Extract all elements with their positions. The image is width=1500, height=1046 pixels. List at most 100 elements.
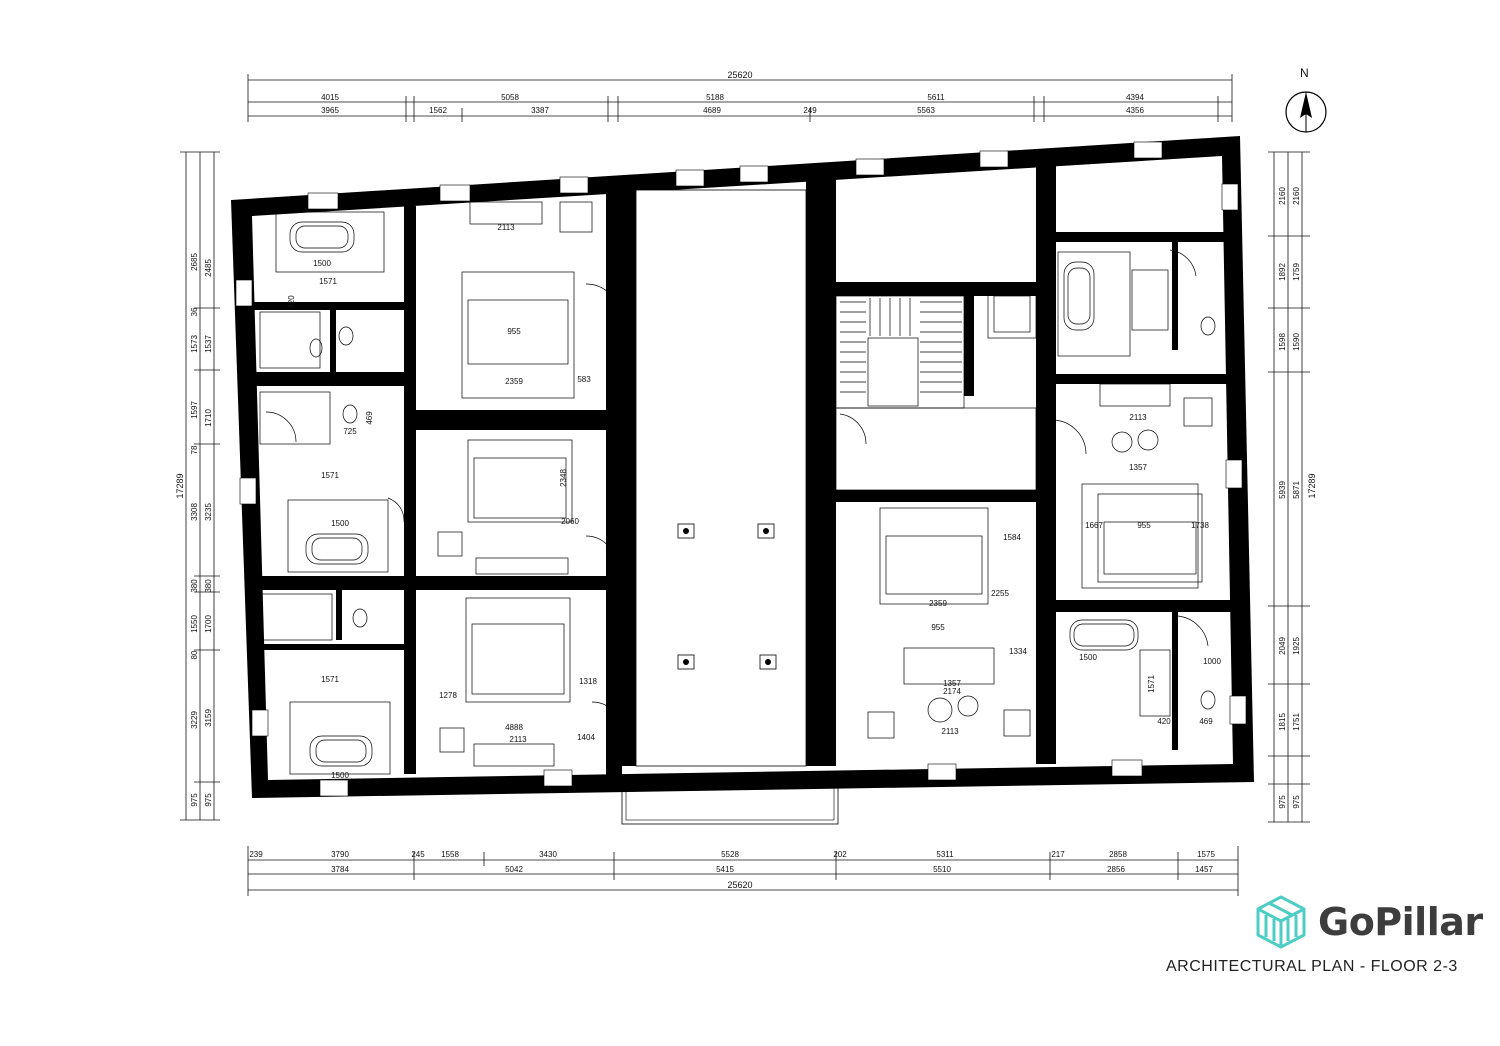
dim-label: 3235: [204, 503, 213, 521]
dim-label: 975: [190, 793, 199, 807]
dim-label: 1457: [1195, 865, 1213, 874]
dim-label: 5510: [933, 865, 951, 874]
north-label: N: [1300, 66, 1309, 80]
dim-label: 1571: [321, 471, 339, 480]
right-dimensions: [1268, 151, 1310, 823]
dim-label: 1892: [1278, 263, 1287, 281]
dim-label: 1334: [1009, 647, 1027, 656]
dim-label: 5563: [917, 106, 935, 115]
dim-label: 955: [1137, 521, 1151, 530]
dim-label: 2255: [991, 589, 1009, 598]
dim-label: 217: [1051, 850, 1065, 859]
dim-label: 1571: [321, 675, 339, 684]
dim-label: 2049: [1278, 637, 1287, 655]
dim-label: 4689: [703, 106, 721, 115]
furniture: [259, 201, 1216, 775]
dim-label: 469: [1199, 717, 1213, 726]
dim-label: 955: [507, 327, 521, 336]
dim-label: 1000: [1203, 657, 1221, 666]
dim-label: 3308: [190, 503, 199, 521]
dim-label: 1598: [1278, 333, 1287, 351]
dim-label: 1500: [331, 771, 349, 780]
dim-label: 1597: [190, 401, 199, 419]
dim-label: 420: [287, 295, 296, 309]
stairwell: [835, 289, 1037, 491]
dim-label: 1573: [190, 335, 199, 353]
dim-label: 5939: [1278, 481, 1287, 499]
dim-label: 5415: [716, 865, 734, 874]
dim-label: 2359: [929, 599, 947, 608]
dim-label: 4015: [321, 93, 339, 102]
dim-label: 3784: [331, 865, 349, 874]
dim-label: 469: [365, 411, 374, 425]
top-row2-dims: 3965 1562 3387 4689 249 5563 4356: [321, 106, 1144, 115]
dim-label: 1500: [331, 519, 349, 528]
dim-label: 3790: [331, 850, 349, 859]
dim-label: 1558: [441, 850, 459, 859]
dim-label: 1925: [1292, 637, 1301, 655]
right-total-dim: 17289: [1307, 473, 1317, 498]
dim-label: 1584: [1003, 533, 1021, 542]
dim-label: 1562: [429, 106, 447, 115]
top-row1-dims: 4015 5058 5188 5611 4394: [321, 93, 1144, 102]
dim-label: 725: [343, 427, 357, 436]
brand-logo: GoPillar: [1252, 893, 1483, 951]
dim-label: 1404: [577, 733, 595, 742]
dim-label: 3430: [539, 850, 557, 859]
dim-label: 5042: [505, 865, 523, 874]
interior-walls: [252, 160, 1234, 778]
dim-label: 3229: [190, 711, 199, 729]
dim-label: 1500: [1079, 653, 1097, 662]
dim-label: 1571: [319, 277, 337, 286]
left-total-dim: 17289: [175, 473, 185, 498]
dim-label: 3159: [204, 709, 213, 727]
bottom-total-dim: 25620: [727, 880, 752, 890]
dim-label: 1550: [190, 615, 199, 633]
dim-label: 2858: [1109, 850, 1127, 859]
dim-label: 202: [833, 850, 847, 859]
left-outer-dims: 2685 36 1573 1597 78 3308 380 1550 80 32…: [190, 253, 199, 807]
north-arrow-icon: [1285, 91, 1327, 133]
room-dimension-labels: 1500 1571 420 955 2113 2359 583 469 725 …: [287, 223, 1221, 780]
dim-label: 80: [190, 650, 199, 659]
top-dimensions: [247, 74, 1233, 122]
dim-label: 3387: [531, 106, 549, 115]
dim-label: 975: [204, 793, 213, 807]
dim-label: 583: [577, 375, 591, 384]
dim-label: 975: [1292, 795, 1301, 809]
dim-label: 1571: [1147, 675, 1156, 693]
dim-label: 1738: [1191, 521, 1209, 530]
dim-label: 1575: [1197, 850, 1215, 859]
top-total-dim: 25620: [727, 70, 752, 80]
dim-label: 5188: [706, 93, 724, 102]
dim-label: 245: [411, 850, 425, 859]
right-inner-dims: 2160 1759 1590 5871 1925 1751 975: [1292, 187, 1301, 809]
dim-label: 4394: [1126, 93, 1144, 102]
left-dimensions: [180, 151, 220, 821]
right-outer-dims: 2160 1892 1598 5939 2049 1815 975: [1278, 187, 1287, 809]
dim-label: 2685: [190, 253, 199, 271]
dim-label: 2856: [1107, 865, 1125, 874]
atrium: [621, 189, 839, 825]
dim-label: 2113: [509, 735, 527, 744]
balcony: [621, 781, 839, 825]
dim-label: 4356: [1126, 106, 1144, 115]
dim-label: 5311: [936, 850, 954, 859]
dim-label: 1357: [943, 679, 961, 688]
dim-label: 2113: [497, 223, 515, 232]
dim-label: 1815: [1278, 713, 1287, 731]
dim-label: 1710: [204, 409, 213, 427]
dim-label: 1500: [313, 259, 331, 268]
dim-label: 2348: [559, 469, 568, 487]
dim-label: 2113: [941, 727, 959, 736]
dim-label: 1357: [1129, 463, 1147, 472]
dim-label: 2359: [505, 377, 523, 386]
dim-label: 1759: [1292, 263, 1301, 281]
dim-label: 3965: [321, 106, 339, 115]
dim-label: 380: [190, 579, 199, 593]
gopillar-cube-icon: [1256, 895, 1306, 949]
dim-label: 78: [190, 445, 199, 454]
dim-label: 1751: [1292, 713, 1301, 731]
dim-label: 5528: [721, 850, 739, 859]
